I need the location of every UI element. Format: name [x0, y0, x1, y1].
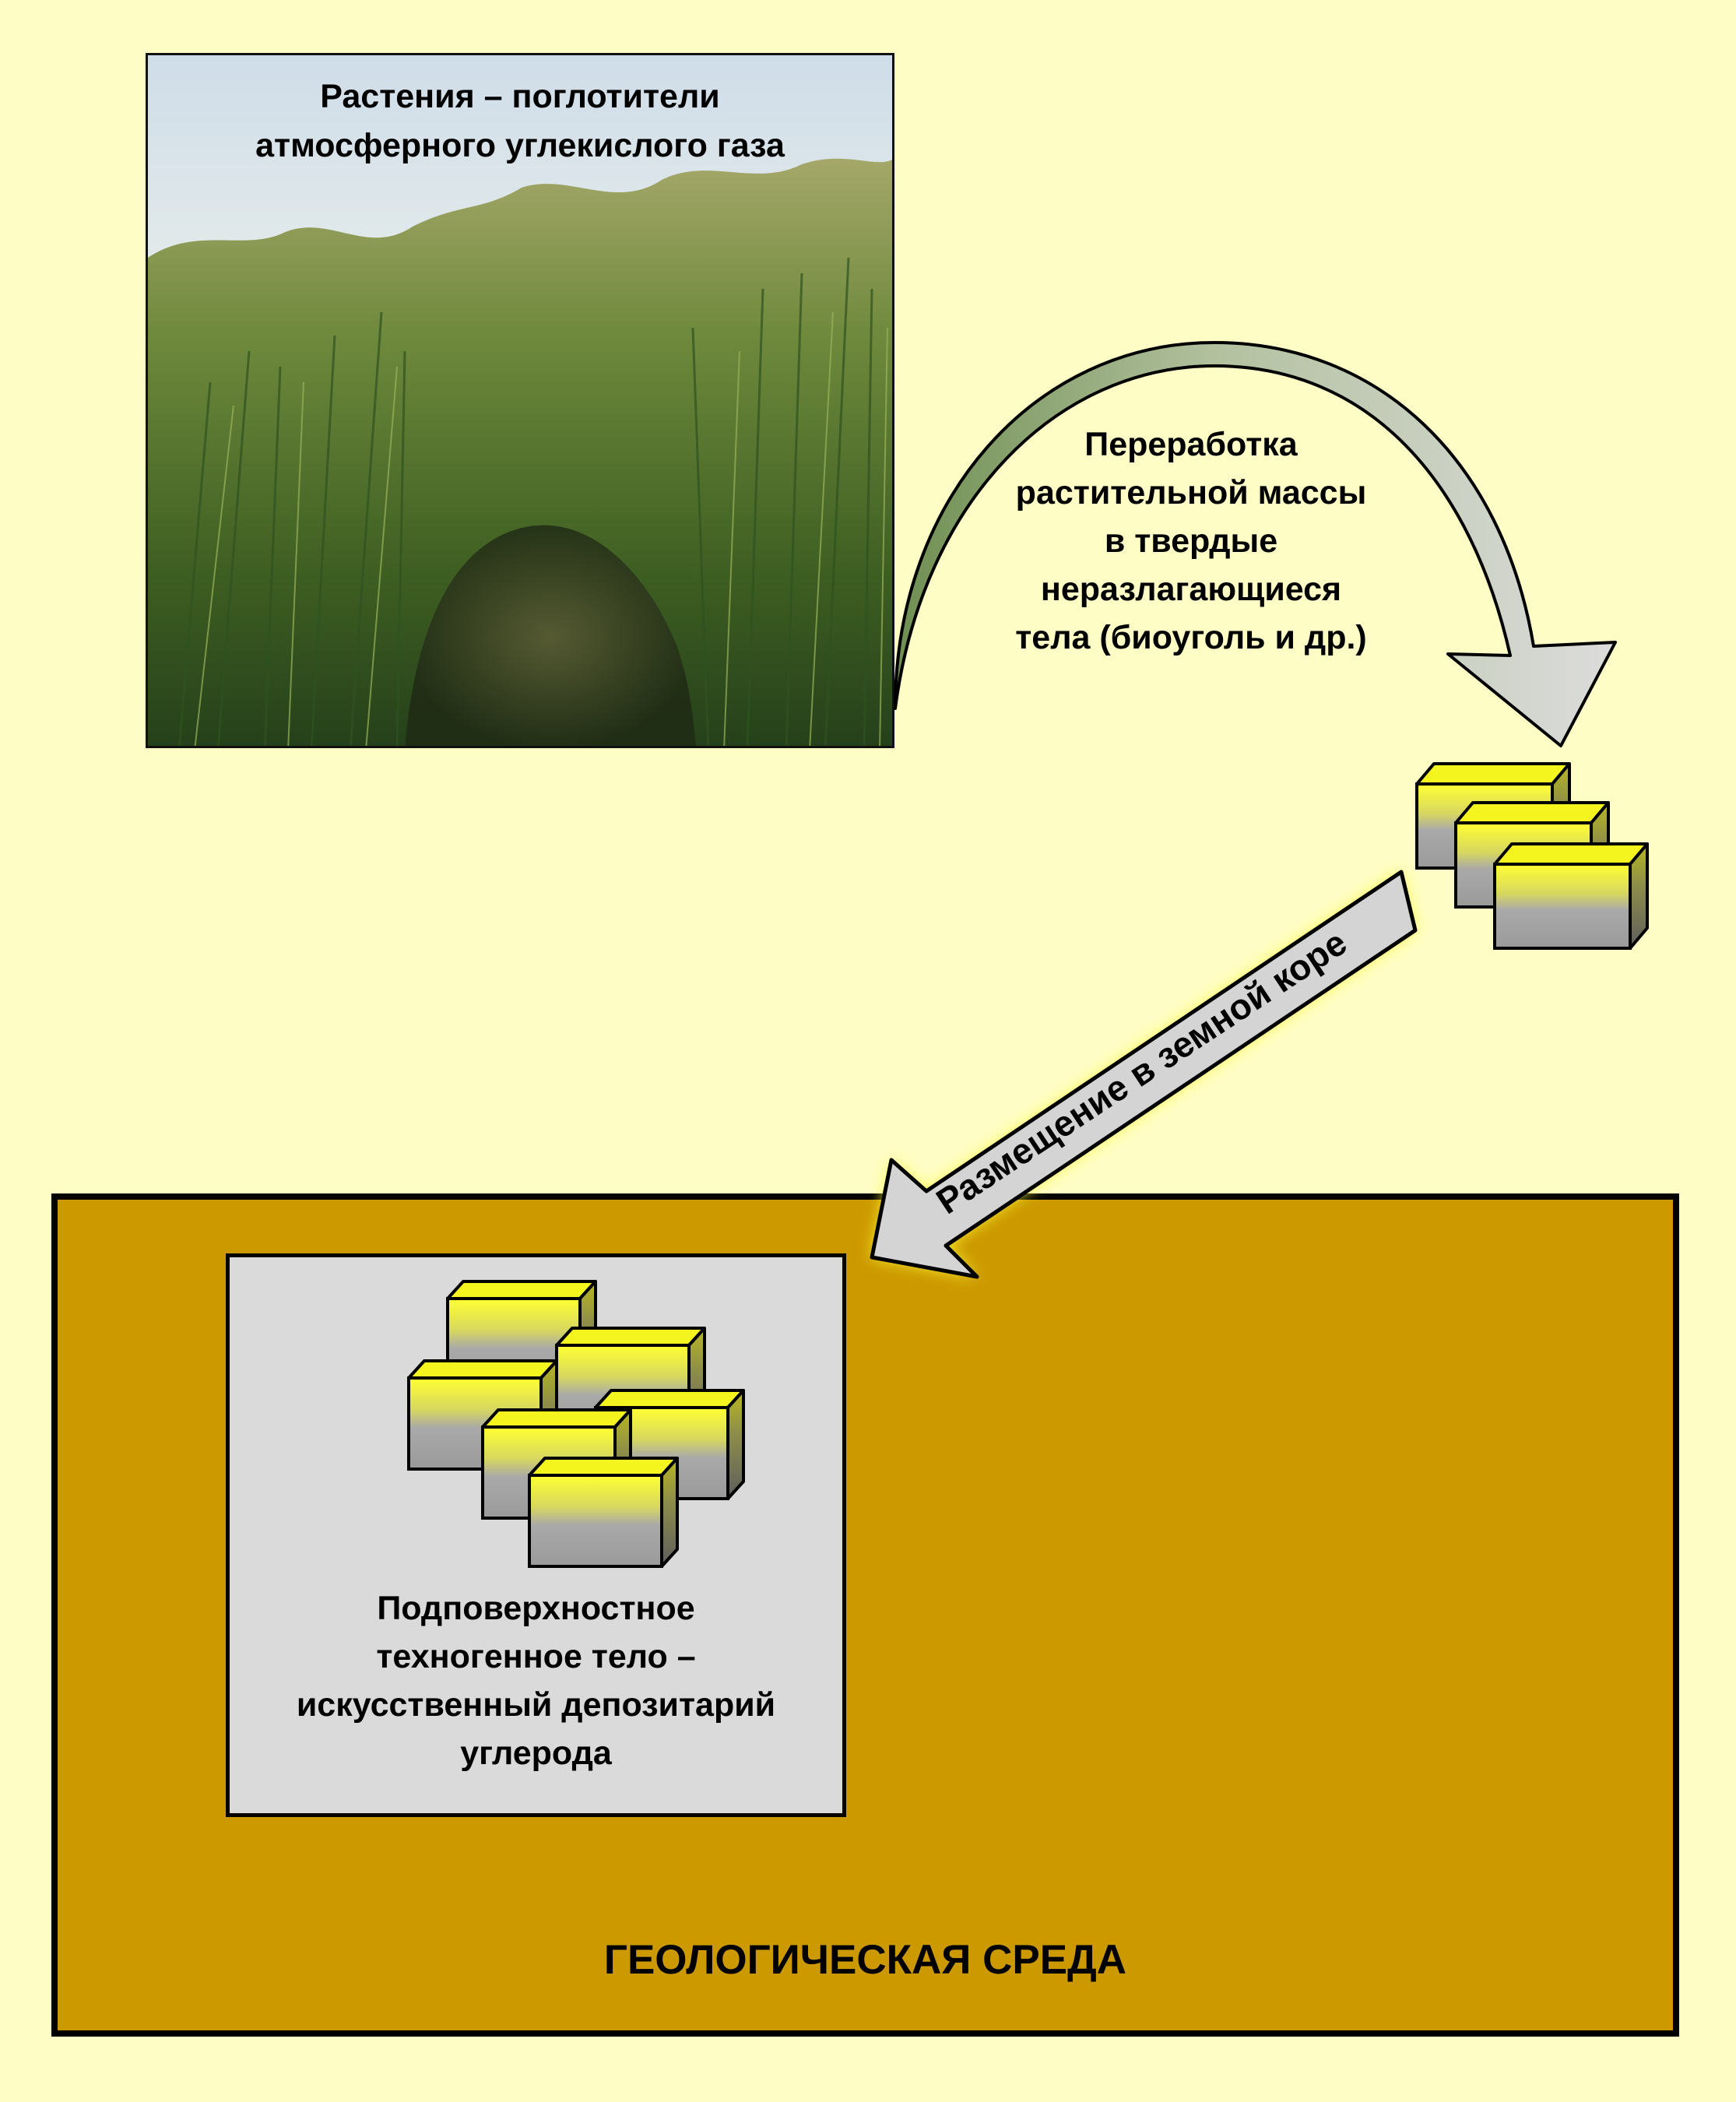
- photo-caption: Растения – поглотители атмосферного угле…: [255, 78, 785, 164]
- placement-arrow-label: Размещение в земной коре: [929, 922, 1354, 1221]
- geological-environment-label: ГЕОЛОГИЧЕСКАЯ СРЕДА: [603, 1937, 1127, 1983]
- processing-caption: Переработка растительной массы в твердые…: [1015, 426, 1367, 656]
- reeds-image: [148, 55, 892, 746]
- processed-block: [1493, 842, 1649, 950]
- processed-blocks-stack: [1415, 762, 1649, 950]
- depositary-caption: Подповерхностное техногенное тело – иску…: [296, 1590, 776, 1772]
- placement-arrow: Размещение в земной коре: [870, 870, 1418, 1279]
- processing-curved-arrow: [894, 341, 1617, 747]
- deposited-block: [528, 1457, 679, 1568]
- deposited-blocks: [407, 1280, 745, 1568]
- plants-photo: Растения – поглотители атмосферного угле…: [146, 53, 894, 748]
